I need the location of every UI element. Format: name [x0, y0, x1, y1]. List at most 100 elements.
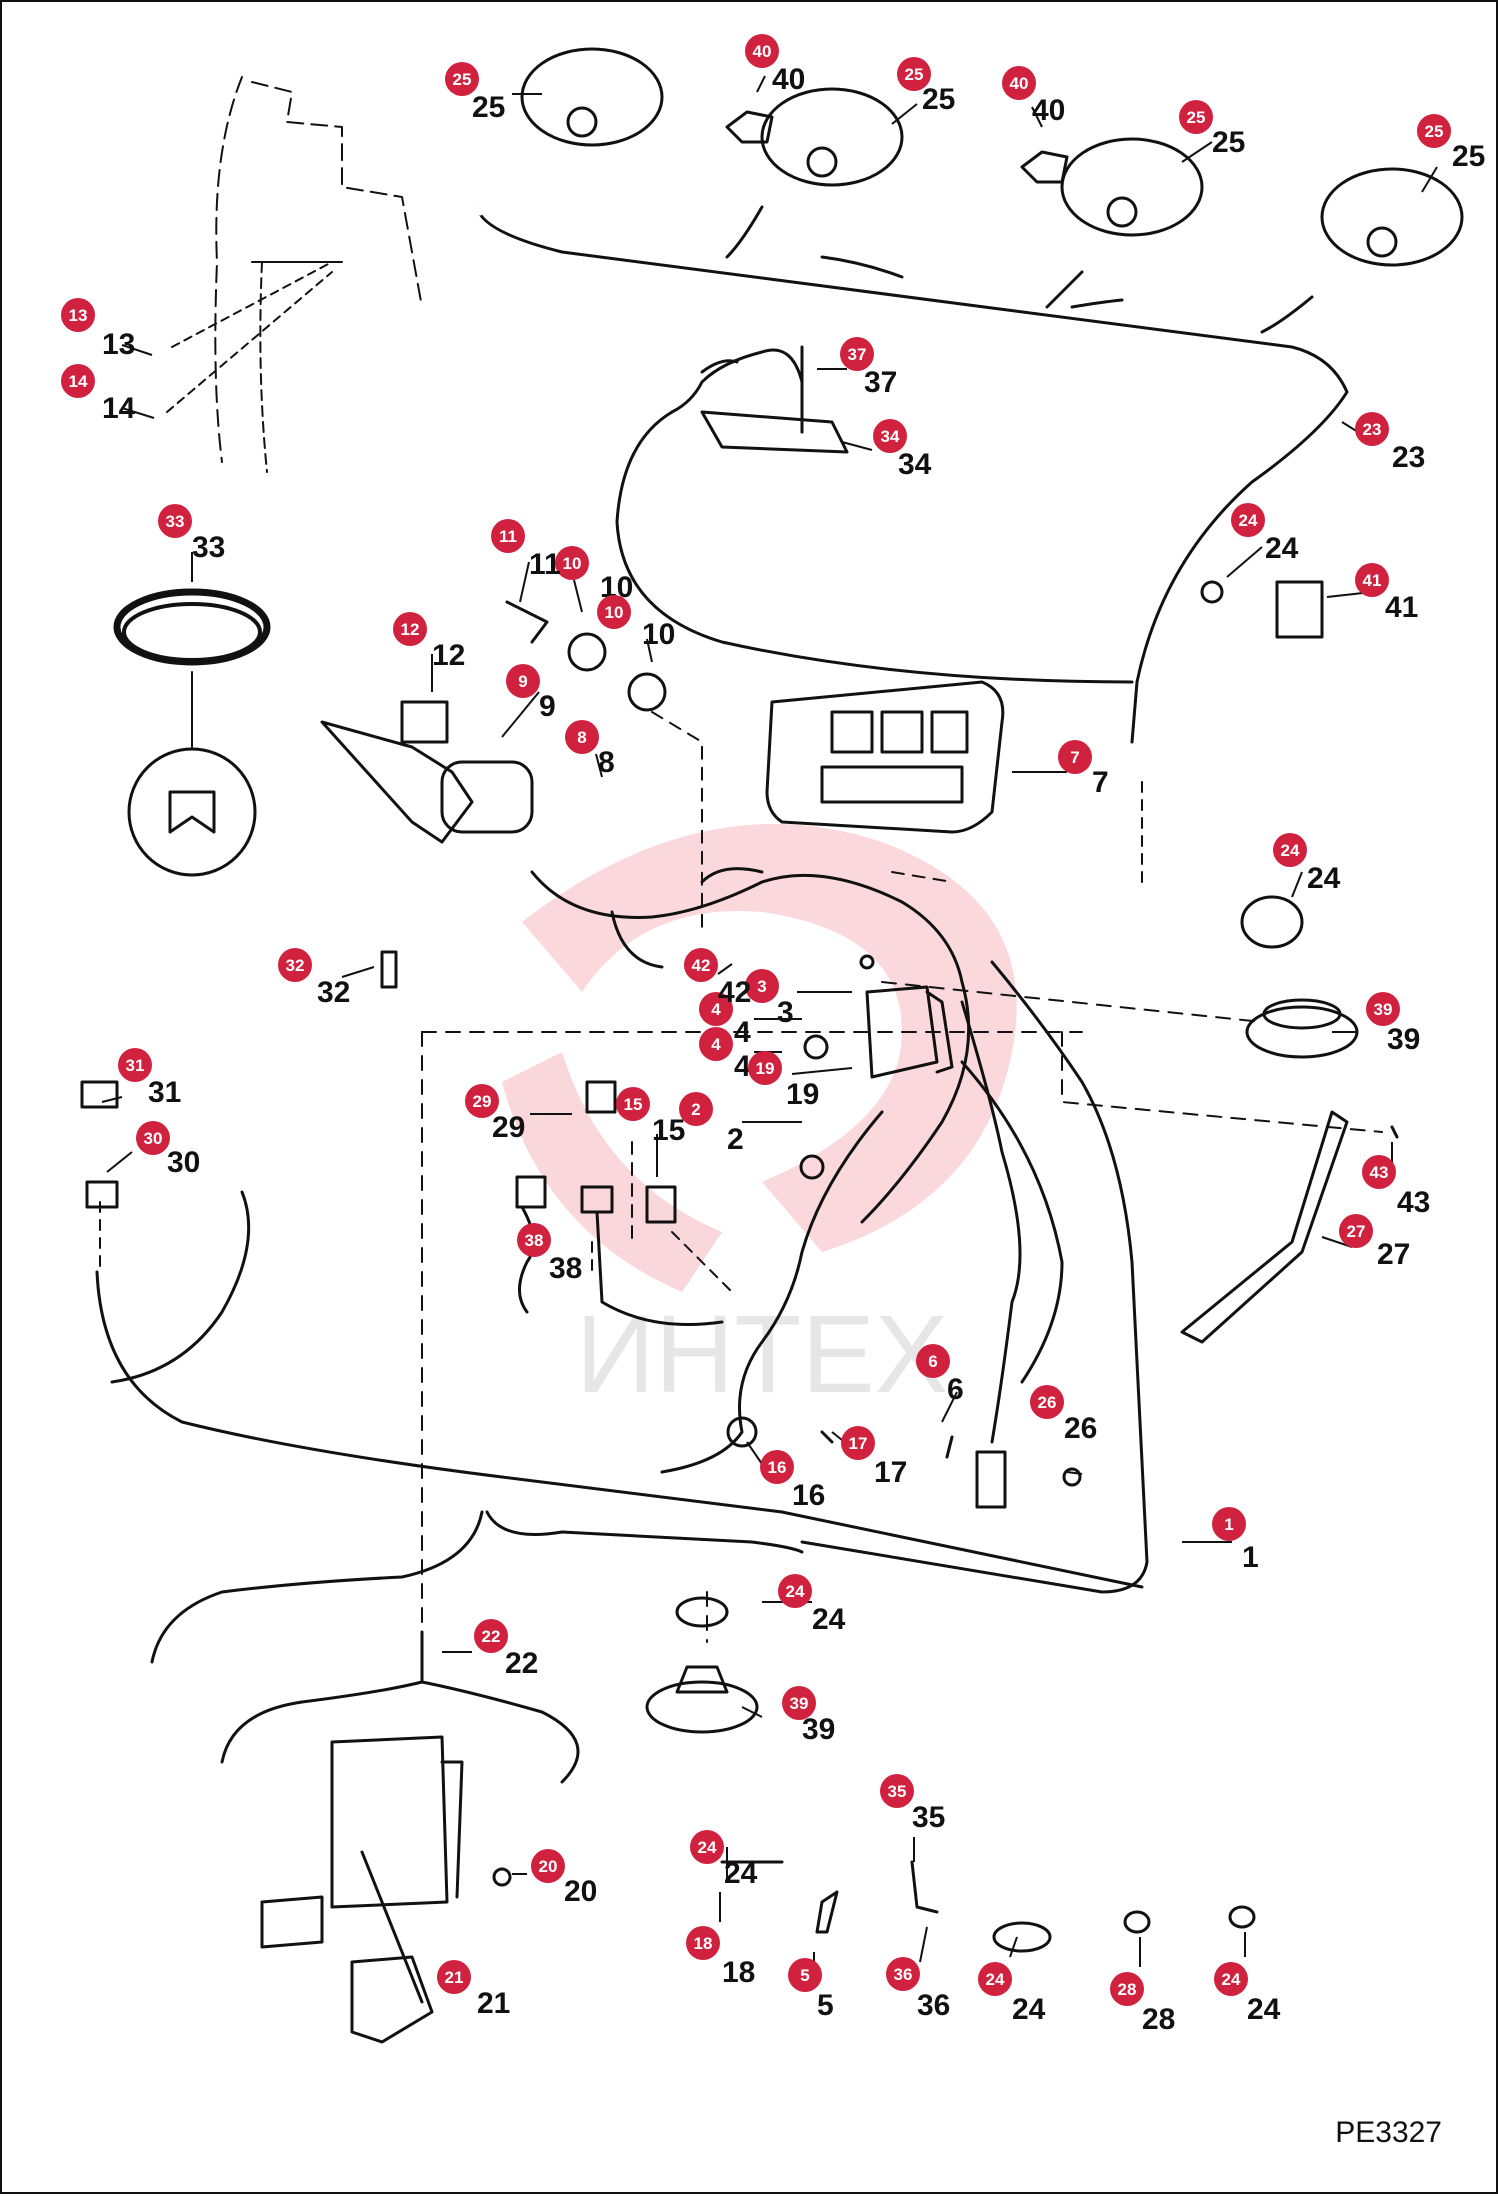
part-number-label: 4 — [734, 1016, 751, 1049]
callout-layer: 1122334444556677889910101010111112121313… — [61, 34, 1485, 2036]
leader-line — [1421, 166, 1438, 193]
badge-number: 10 — [605, 603, 624, 622]
badge-circle — [760, 1450, 794, 1484]
callout-badge: 35 — [880, 1774, 914, 1808]
callout-badge: 24 — [1231, 503, 1265, 537]
badge-circle — [1030, 1385, 1064, 1419]
callout-badge: 33 — [158, 504, 192, 538]
badge-circle — [679, 1092, 713, 1126]
badge-number: 24 — [986, 1970, 1005, 1989]
part-number-label: 38 — [549, 1252, 582, 1285]
callout-badge: 10 — [597, 595, 631, 629]
callout-badge: 2 — [679, 1092, 713, 1126]
callout-badge: 40 — [745, 34, 779, 68]
badge-circle — [841, 1426, 875, 1460]
leader-line — [1291, 871, 1303, 898]
badge-circle — [1179, 100, 1213, 134]
badge-number: 30 — [144, 1129, 163, 1148]
part-number-label: 4 — [734, 1050, 751, 1083]
badge-number: 25 — [1425, 122, 1444, 141]
watermark: ИНТЕХ — [502, 824, 1017, 1416]
callout-badge: 41 — [1355, 563, 1389, 597]
leader-line — [841, 441, 873, 451]
badge-circle — [555, 546, 589, 580]
badge-circle — [1002, 66, 1036, 100]
part-number-label: 20 — [564, 1875, 597, 1908]
callout-badge: 15 — [616, 1087, 650, 1121]
callout-badge: 21 — [437, 1960, 471, 1994]
leader-line — [121, 407, 155, 419]
part-number-label: 40 — [772, 63, 805, 96]
part-number-label: 40 — [1032, 94, 1065, 127]
part-number-label: 34 — [898, 448, 932, 481]
badge-circle — [684, 948, 718, 982]
badge-number: 39 — [1374, 1000, 1393, 1019]
badge-circle — [1366, 992, 1400, 1026]
callout-badge: 37 — [840, 337, 874, 371]
callout-badge: 27 — [1339, 1214, 1373, 1248]
part-number-label: 24 — [1012, 1993, 1046, 2026]
badge-number: 27 — [1347, 1222, 1366, 1241]
badge-circle — [158, 504, 192, 538]
callout-badge: 4 — [699, 1027, 733, 1061]
leader-line — [717, 963, 733, 975]
badge-circle — [136, 1121, 170, 1155]
callout-badge: 25 — [1179, 100, 1213, 134]
badge-number: 36 — [894, 1965, 913, 1984]
callout-badge: 18 — [686, 1926, 720, 1960]
badge-number: 31 — [126, 1056, 145, 1075]
callout-badge: 40 — [1002, 66, 1036, 100]
part-number-label: 3 — [777, 996, 794, 1029]
leader-line — [1066, 1471, 1083, 1475]
badge-number: 21 — [445, 1968, 464, 1987]
part-number-label: 25 — [1212, 126, 1245, 159]
badge-number: 22 — [482, 1627, 501, 1646]
badge-number: 32 — [286, 956, 305, 975]
part-number-label: 39 — [1387, 1023, 1420, 1056]
badge-circle — [690, 1830, 724, 1864]
callout-badge: 22 — [474, 1619, 508, 1653]
badge-circle — [1212, 1507, 1246, 1541]
leader-line — [941, 1391, 958, 1423]
leader-line — [746, 1441, 763, 1465]
callout-badge: 9 — [506, 664, 540, 698]
part-number-label: 27 — [1377, 1238, 1410, 1271]
callout-badge: 16 — [760, 1450, 794, 1484]
part-number-label: 14 — [102, 392, 136, 425]
part-number-label: 8 — [598, 746, 615, 779]
badge-circle — [1355, 563, 1389, 597]
part-number-label: 25 — [922, 83, 955, 116]
callout-badge: 24 — [690, 1830, 724, 1864]
badge-circle — [1417, 114, 1451, 148]
leader-line — [121, 344, 153, 356]
badge-circle — [474, 1619, 508, 1653]
badge-number: 43 — [1370, 1163, 1389, 1182]
badge-circle — [1273, 833, 1307, 867]
part-number-label: 5 — [817, 1989, 834, 2022]
badge-number: 10 — [563, 554, 582, 573]
leader-line — [891, 103, 918, 125]
leader-line — [756, 75, 766, 93]
badge-circle — [616, 1087, 650, 1121]
callout-badge: 13 — [61, 298, 95, 332]
badge-circle — [1110, 1972, 1144, 2006]
leader-line — [741, 1706, 763, 1718]
callout-badge: 39 — [1366, 992, 1400, 1026]
callout-badge: 8 — [565, 720, 599, 754]
part-number-label: 6 — [947, 1373, 964, 1406]
callout-badge: 29 — [465, 1084, 499, 1118]
part-number-label: 24 — [1247, 1993, 1281, 2026]
badge-number: 11 — [499, 527, 517, 546]
callout-badge: 17 — [841, 1426, 875, 1460]
callout-badge: 7 — [1058, 740, 1092, 774]
badge-number: 42 — [692, 956, 711, 975]
callout-badge: 14 — [61, 364, 95, 398]
part-number-label: 26 — [1064, 1412, 1097, 1445]
callout-badge: 25 — [445, 62, 479, 96]
callout-badge: 20 — [531, 1849, 565, 1883]
badge-number: 39 — [790, 1694, 809, 1713]
badge-circle — [597, 595, 631, 629]
badge-circle — [748, 1051, 782, 1085]
